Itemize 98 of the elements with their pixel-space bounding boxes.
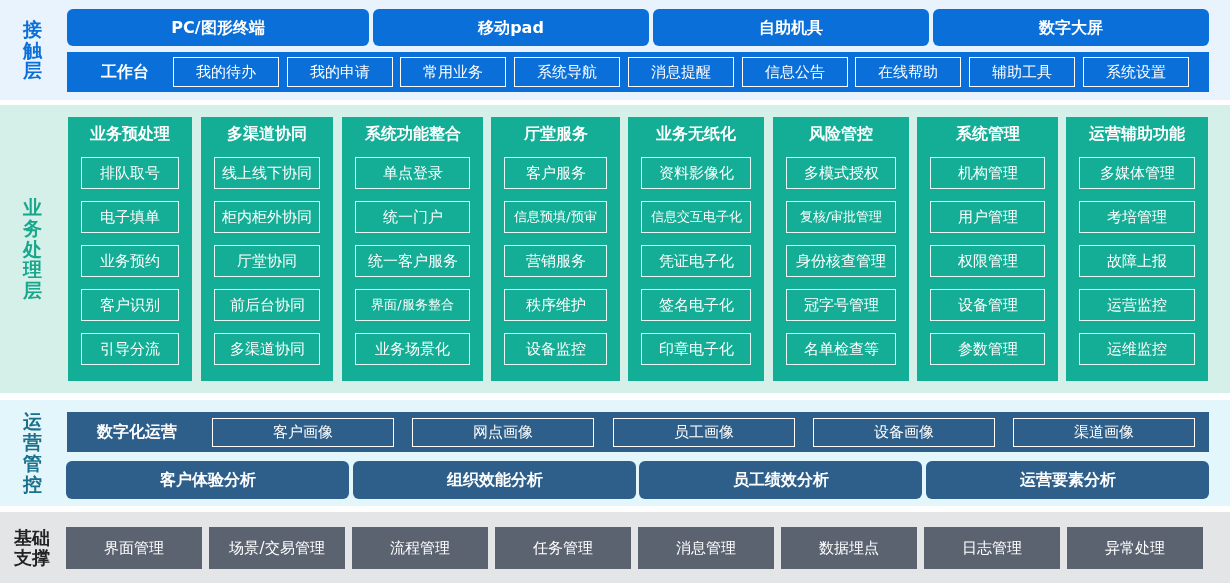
feature-box: 运营监控 [1079, 289, 1195, 321]
feature-box: 信息交互电子化 [641, 201, 751, 233]
column-title: 业务无纸化 [655, 122, 737, 145]
feature-box: 统一门户 [355, 201, 470, 233]
feature-box: 员工画像 [612, 418, 795, 447]
feature-box: 单点登录 [355, 157, 470, 189]
bar-title: 工作台 [100, 60, 150, 83]
function-column [773, 117, 909, 381]
column-title: 业务预处理 [89, 122, 171, 145]
feature-box: 柜内柜外协同 [214, 201, 320, 233]
function-column [491, 117, 620, 381]
layer-label: 业务处理层 [23, 194, 42, 304]
feature-box: 运维监控 [1079, 333, 1195, 365]
feature-box: 签名电子化 [641, 289, 751, 321]
support-box: 任务管理 [495, 527, 631, 569]
feature-box: 营销服务 [504, 245, 607, 277]
module-bar [67, 412, 1209, 452]
feature-box: 常用业务 [400, 57, 507, 87]
channel-box: 自助机具 [653, 9, 929, 46]
feature-box: 排队取号 [81, 157, 179, 189]
feature-box: 设备画像 [812, 418, 995, 447]
feature-box: 名单检查等 [786, 333, 896, 365]
column-title: 运营辅助功能 [1088, 122, 1186, 145]
feature-box: 凭证电子化 [641, 245, 751, 277]
support-box: 异常处理 [1067, 527, 1203, 569]
feature-box: 故障上报 [1079, 245, 1195, 277]
feature-box: 业务预约 [81, 245, 179, 277]
feature-box: 权限管理 [930, 245, 1045, 277]
feature-box: 前后台协同 [214, 289, 320, 321]
channel-box: 移动pad [373, 9, 649, 46]
feature-box: 客户识别 [81, 289, 179, 321]
feature-box: 身份核查管理 [786, 245, 896, 277]
analysis-box: 客户体验分析 [66, 461, 349, 499]
feature-box: 多媒体管理 [1079, 157, 1195, 189]
feature-box: 统一客户服务 [355, 245, 470, 277]
channel-box: 数字大屏 [933, 9, 1209, 46]
feature-box: 厅堂协同 [214, 245, 320, 277]
feature-box: 考培管理 [1079, 201, 1195, 233]
support-box: 数据埋点 [781, 527, 917, 569]
column-title: 系统管理 [954, 122, 1021, 145]
module-bar [67, 52, 1209, 92]
feature-box: 我的待办 [173, 57, 279, 87]
feature-box: 用户管理 [930, 201, 1045, 233]
analysis-box: 组织效能分析 [353, 461, 636, 499]
layer-band [0, 512, 1230, 583]
function-column [342, 117, 483, 381]
column-title: 系统功能整合 [363, 122, 462, 145]
layer-band [0, 0, 1230, 100]
function-column [68, 117, 192, 381]
function-column [628, 117, 764, 381]
feature-box: 参数管理 [930, 333, 1045, 365]
layer-label: 基础支撑 [14, 525, 50, 570]
feature-box: 资料影像化 [641, 157, 751, 189]
feature-box: 业务场景化 [355, 333, 470, 365]
analysis-box: 员工绩效分析 [639, 461, 922, 499]
layer-label: 接触层 [23, 16, 42, 84]
column-title: 风险管控 [808, 122, 874, 145]
feature-box: 系统设置 [1082, 57, 1189, 87]
feature-box: 界面/服务整合 [355, 289, 470, 321]
feature-box: 客户画像 [212, 418, 394, 447]
feature-box: 复核/审批管理 [786, 201, 896, 233]
feature-box: 网点画像 [412, 418, 595, 447]
layer-band [0, 105, 1230, 393]
feature-box: 消息提醒 [627, 57, 734, 87]
feature-box: 辅助工具 [968, 57, 1075, 87]
support-box: 流程管理 [352, 527, 488, 569]
feature-box: 渠道画像 [1013, 418, 1196, 447]
feature-box: 印章电子化 [641, 333, 751, 365]
column-title: 厅堂服务 [522, 122, 589, 145]
feature-box: 冠字号管理 [786, 289, 896, 321]
channel-box: PC/图形终端 [67, 9, 369, 46]
support-box: 场景/交易管理 [209, 527, 345, 569]
feature-box: 信息公告 [741, 57, 848, 87]
feature-box: 引导分流 [81, 333, 179, 365]
layer-label: 运营管控 [23, 409, 42, 497]
feature-box: 多模式授权 [786, 157, 896, 189]
feature-box: 我的申请 [286, 57, 393, 87]
feature-box: 电子填单 [81, 201, 179, 233]
support-box: 界面管理 [66, 527, 202, 569]
feature-box: 客户服务 [504, 157, 607, 189]
feature-box: 设备监控 [504, 333, 607, 365]
bar-title: 数字化运营 [96, 420, 178, 443]
function-column [1066, 117, 1208, 381]
feature-box: 多渠道协同 [214, 333, 320, 365]
feature-box: 机构管理 [930, 157, 1045, 189]
feature-box: 线上线下协同 [214, 157, 320, 189]
analysis-box: 运营要素分析 [926, 461, 1209, 499]
feature-box: 系统导航 [514, 57, 621, 87]
column-title: 多渠道协同 [226, 122, 308, 145]
feature-box: 设备管理 [930, 289, 1045, 321]
layer-band [0, 400, 1230, 506]
support-box: 日志管理 [924, 527, 1060, 569]
function-column [201, 117, 333, 381]
feature-box: 秩序维护 [504, 289, 607, 321]
feature-box: 信息预填/预审 [504, 201, 607, 233]
support-box: 消息管理 [638, 527, 774, 569]
feature-box: 在线帮助 [855, 57, 962, 87]
function-column [917, 117, 1058, 381]
